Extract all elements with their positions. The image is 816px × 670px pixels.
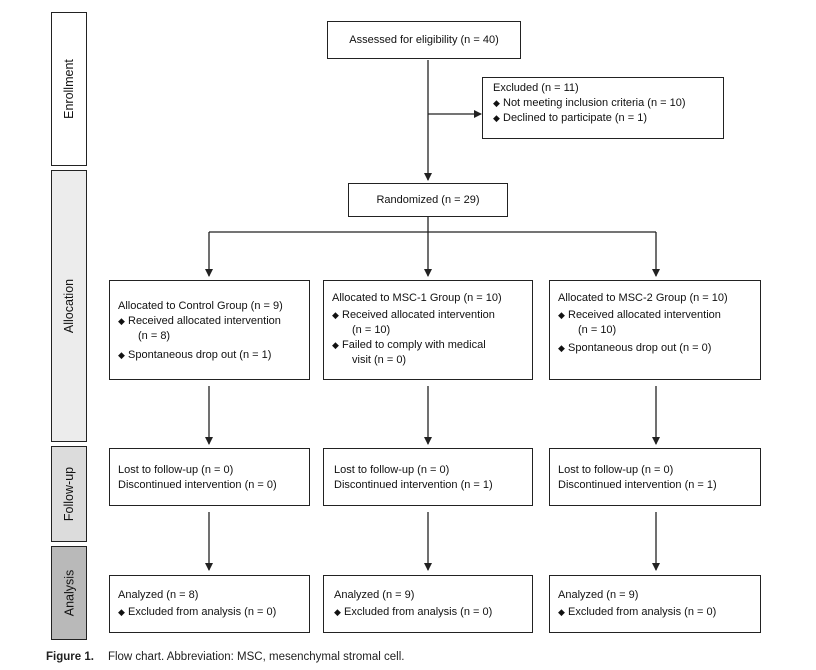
phase-follow-up: Follow-up (51, 446, 87, 542)
allocation-item-continuation: (n = 10) (352, 324, 391, 336)
phase-enrollment-label: Enrollment (62, 59, 76, 119)
followup-lost-text: Lost to follow-up (n = 0) (334, 464, 450, 476)
allocation-item: ◆ Received allocated intervention (558, 308, 752, 323)
assessed-box: Assessed for eligibility (n = 40) (327, 21, 521, 59)
bullet-diamond-icon: ◆ (332, 310, 339, 320)
bullet-diamond-icon: ◆ (558, 310, 565, 320)
phase-analysis: Analysis (51, 546, 87, 640)
followup-control-box: Lost to follow-up (n = 0) Discontinued i… (109, 448, 310, 506)
allocation-item: ◆ Failed to comply with medical (332, 338, 524, 353)
allocation-item-continuation: visit (n = 0) (352, 354, 407, 366)
excluded-title: Excluded (n = 11) (493, 82, 579, 94)
bullet-diamond-icon: ◆ (118, 350, 125, 360)
analysis-control-box: Analyzed (n = 8) ◆ Excluded from analysi… (109, 575, 310, 633)
allocation-item-continuation: (n = 8) (138, 330, 171, 342)
followup-discontinued-text: Discontinued intervention (n = 0) (118, 479, 277, 491)
figure-caption-text: Flow chart. Abbreviation: MSC, mesenchym… (107, 651, 405, 663)
figure-caption-label: Figure 1. (46, 651, 94, 663)
allocation-item-text: Received allocated intervention (568, 309, 721, 321)
followup-discontinued-text: Discontinued intervention (n = 1) (558, 479, 717, 491)
assessed-text: Assessed for eligibility (n = 40) (349, 33, 499, 46)
phase-allocation: Allocation (51, 170, 87, 442)
allocation-item-text: Failed to comply with medical (342, 339, 486, 351)
analysis-item: ◆ Excluded from analysis (n = 0) (334, 605, 522, 620)
allocation-control-box: Allocated to Control Group (n = 9) ◆ Rec… (109, 280, 310, 380)
allocation-item-text: Received allocated intervention (128, 315, 281, 327)
bullet-diamond-icon: ◆ (558, 607, 565, 617)
allocation-item: ◆ Received allocated intervention (118, 314, 301, 329)
allocation-item-continuation: (n = 10) (578, 324, 617, 336)
randomized-box: Randomized (n = 29) (348, 183, 508, 217)
allocation-msc1-box: Allocated to MSC-1 Group (n = 10) ◆ Rece… (323, 280, 533, 380)
bullet-diamond-icon: ◆ (558, 343, 565, 353)
followup-msc1-box: Lost to follow-up (n = 0) Discontinued i… (323, 448, 533, 506)
excluded-item: ◆ Declined to participate (n = 1) (493, 111, 713, 126)
phase-enrollment: Enrollment (51, 12, 87, 166)
analysis-item: ◆ Excluded from analysis (n = 0) (558, 605, 752, 620)
analysis-msc2-box: Analyzed (n = 9) ◆ Excluded from analysi… (549, 575, 761, 633)
bullet-diamond-icon: ◆ (334, 607, 341, 617)
followup-lost-text: Lost to follow-up (n = 0) (558, 464, 674, 476)
followup-lost-text: Lost to follow-up (n = 0) (118, 464, 234, 476)
allocation-item: ◆ Spontaneous drop out (n = 1) (118, 348, 301, 363)
followup-msc2-box: Lost to follow-up (n = 0) Discontinued i… (549, 448, 761, 506)
randomized-text: Randomized (n = 29) (376, 193, 480, 206)
excluded-box: Excluded (n = 11) ◆ Not meeting inclusio… (482, 77, 724, 139)
excluded-item: ◆ Not meeting inclusion criteria (n = 10… (493, 96, 713, 111)
bullet-diamond-icon: ◆ (332, 340, 339, 350)
allocation-item: ◆ Received allocated intervention (332, 308, 524, 323)
allocation-item-text: Received allocated intervention (342, 309, 495, 321)
analysis-title: Analyzed (n = 9) (334, 589, 415, 601)
phase-allocation-label: Allocation (62, 278, 77, 334)
analysis-msc1-box: Analyzed (n = 9) ◆ Excluded from analysi… (323, 575, 533, 633)
allocation-item-text: Spontaneous drop out (n = 0) (568, 342, 712, 354)
analysis-item-text: Excluded from analysis (n = 0) (128, 606, 277, 618)
allocation-title: Allocated to Control Group (n = 9) (118, 300, 283, 312)
allocation-item-text: Spontaneous drop out (n = 1) (128, 349, 272, 361)
analysis-item-text: Excluded from analysis (n = 0) (344, 606, 493, 618)
excluded-item-text: Not meeting inclusion criteria (n = 10) (503, 97, 686, 109)
analysis-item: ◆ Excluded from analysis (n = 0) (118, 605, 301, 620)
bullet-diamond-icon: ◆ (493, 113, 500, 123)
bullet-diamond-icon: ◆ (493, 98, 500, 108)
allocation-title: Allocated to MSC-1 Group (n = 10) (332, 292, 502, 304)
bullet-diamond-icon: ◆ (118, 607, 125, 617)
analysis-item-text: Excluded from analysis (n = 0) (568, 606, 717, 618)
analysis-title: Analyzed (n = 8) (118, 589, 199, 601)
phase-follow-up-label: Follow-up (62, 466, 76, 522)
followup-discontinued-text: Discontinued intervention (n = 1) (334, 479, 493, 491)
excluded-item-text: Declined to participate (n = 1) (503, 112, 647, 124)
analysis-title: Analyzed (n = 9) (558, 589, 639, 601)
bullet-diamond-icon: ◆ (118, 316, 125, 326)
allocation-title: Allocated to MSC-2 Group (n = 10) (558, 292, 728, 304)
phase-analysis-label: Analysis (62, 569, 77, 617)
figure-caption: Figure 1. Flow chart. Abbreviation: MSC, … (46, 651, 404, 663)
allocation-msc2-box: Allocated to MSC-2 Group (n = 10) ◆ Rece… (549, 280, 761, 380)
allocation-item: ◆ Spontaneous drop out (n = 0) (558, 341, 752, 356)
